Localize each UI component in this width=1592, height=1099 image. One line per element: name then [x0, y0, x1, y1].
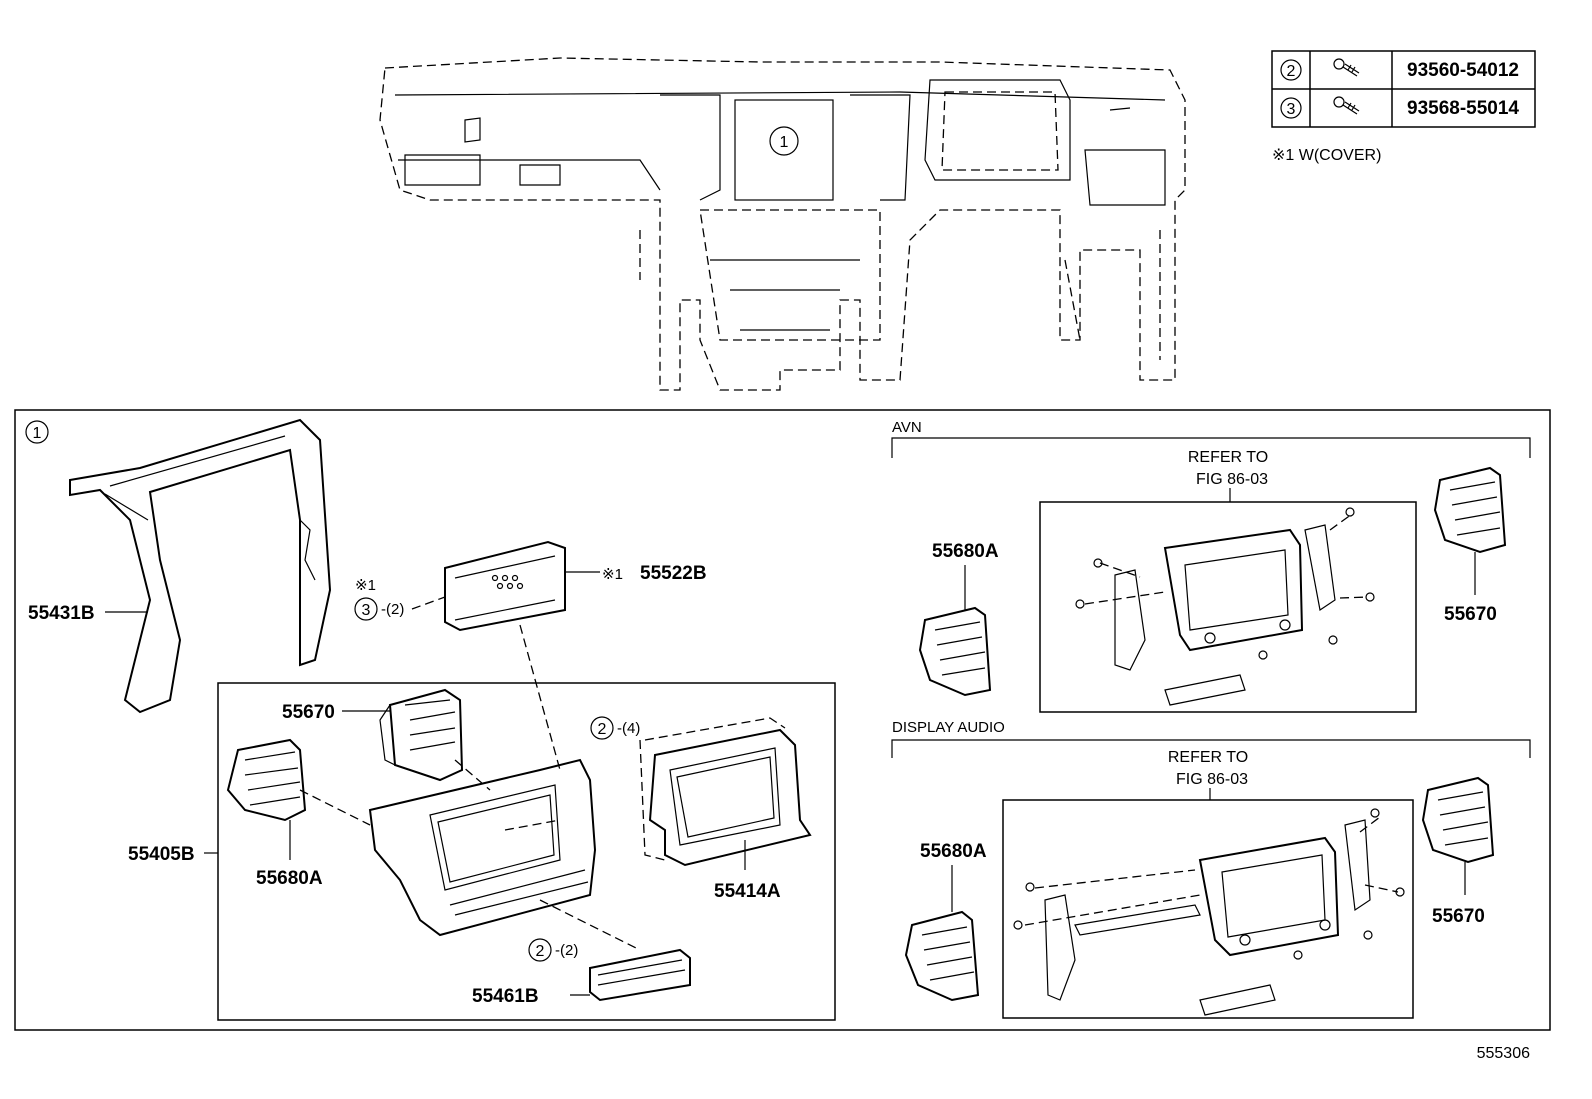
label-55405B: 55405B — [128, 844, 195, 865]
ref-circle — [354, 597, 378, 621]
ref-circle — [769, 126, 799, 156]
screw2a-ref: 2 — [598, 721, 607, 738]
avn-label-55680A: 55680A — [932, 541, 999, 562]
ref-circle — [590, 716, 614, 740]
screw3-qty: -(2) — [381, 601, 404, 618]
da-label-55680A: 55680A — [920, 841, 987, 862]
avn-bracket — [891, 437, 1531, 458]
label-55522B-mark: ※1 — [602, 566, 623, 583]
table-partno-2: 93568-55014 — [1407, 98, 1519, 119]
ref-circle — [25, 420, 49, 444]
display-audio-bracket — [891, 739, 1531, 758]
avn-label-55670: 55670 — [1444, 604, 1497, 625]
avn-unit — [1075, 507, 1375, 706]
fastener-table: 2 3 93560-54012 93568-55014 — [1271, 50, 1536, 128]
display-audio-unit — [1013, 808, 1405, 1016]
table-ref-3: 3 — [1287, 101, 1296, 118]
ref-circle — [1280, 59, 1302, 81]
avn-title: AVN — [892, 419, 922, 436]
vent-55670 — [379, 688, 464, 782]
screw2b-ref: 2 — [536, 943, 545, 960]
ref-circle — [528, 938, 552, 962]
assembly-box — [217, 682, 836, 1021]
screw-icon — [1333, 58, 1360, 77]
avn-vent-55670 — [1433, 466, 1507, 554]
main-ref-1: 1 — [33, 425, 42, 442]
da-vent-55680A — [904, 910, 980, 1002]
display-audio-box — [1002, 799, 1414, 1019]
panel-55405B — [368, 758, 597, 937]
vent-55680A — [226, 738, 307, 822]
da-label-55670: 55670 — [1432, 906, 1485, 927]
table-partno-1: 93560-54012 — [1407, 60, 1519, 81]
avn-refer-2: FIG 86-03 — [1196, 471, 1268, 488]
label-55431B: 55431B — [28, 603, 95, 624]
label-55670: 55670 — [282, 702, 335, 723]
cover-55522B — [444, 540, 566, 632]
ref-circle — [1280, 97, 1302, 119]
dash-ref-1: 1 — [780, 134, 789, 151]
avn-refer-1: REFER TO — [1188, 449, 1268, 466]
lower-panel-55461B — [589, 948, 691, 1002]
label-55680A-inner: 55680A — [256, 868, 323, 889]
main-frame — [14, 409, 1551, 1031]
table-ref-2: 2 — [1287, 63, 1296, 80]
label-55414A: 55414A — [714, 881, 781, 902]
bracket-55414A — [648, 728, 812, 867]
screw2a-qty: -(4) — [617, 720, 640, 737]
avn-vent-55680A — [918, 606, 992, 697]
avn-box — [1039, 501, 1417, 713]
screw-icon — [1333, 96, 1360, 115]
display-audio-title: DISPLAY AUDIO — [892, 719, 1005, 736]
dashboard-assembly-drawing: 1 — [379, 57, 1186, 391]
figure-id: 555306 — [1477, 1045, 1530, 1062]
da-refer-1: REFER TO — [1168, 749, 1248, 766]
da-refer-2: FIG 86-03 — [1176, 771, 1248, 788]
label-55522B: 55522B — [640, 563, 707, 584]
label-55461B: 55461B — [472, 986, 539, 1007]
bezel-55431B — [69, 418, 332, 714]
screw3-ref: 3 — [362, 602, 371, 619]
footnote: ※1 W(COVER) — [1272, 147, 1381, 164]
screw2b-qty: -(2) — [555, 942, 578, 959]
da-vent-55670 — [1421, 776, 1495, 864]
screw3-mark: ※1 — [355, 577, 376, 594]
